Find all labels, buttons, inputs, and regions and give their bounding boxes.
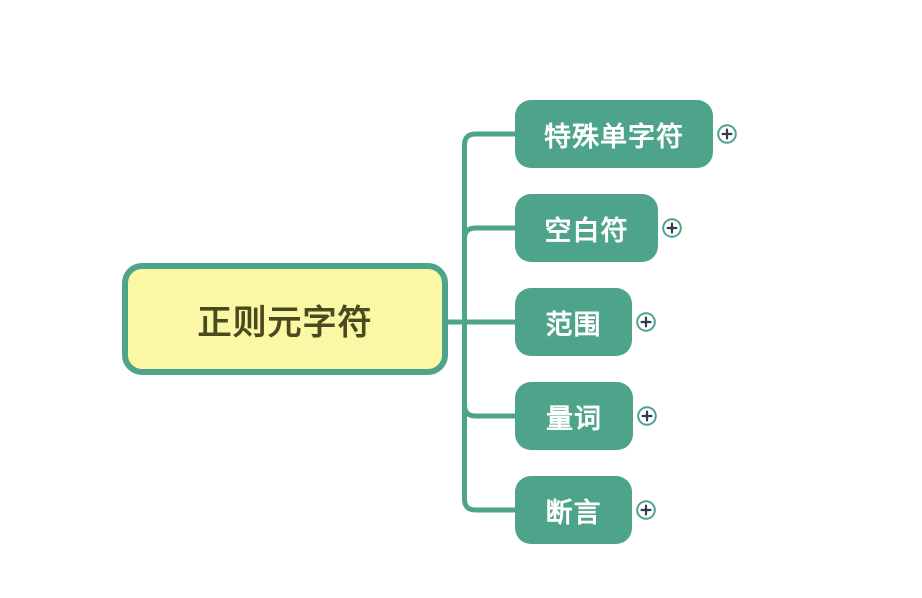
plus-circle-icon[interactable] [717,124,737,144]
branch-node-special-single-char[interactable]: 特殊单字符 [515,100,713,168]
branch-row: 空白符 [515,194,682,262]
branch-node-label: 空白符 [544,215,629,246]
branch-node-label: 量词 [546,403,602,434]
plus-circle-icon[interactable] [636,500,656,520]
branch-row: 范围 [515,288,656,356]
branch-node-assertion[interactable]: 断言 [515,476,632,544]
branch-row: 量词 [515,382,657,450]
branch-node-range[interactable]: 范围 [515,288,632,356]
plus-circle-icon[interactable] [636,312,656,332]
branch-node-label: 断言 [545,497,602,528]
branch-node-whitespace[interactable]: 空白符 [515,194,658,262]
connector-to-assertion [462,322,520,513]
connector-to-special-single-char [462,131,520,322]
branch-node-label: 范围 [545,309,602,340]
connector-to-whitespace [462,225,520,322]
root-node[interactable]: 正则元字符 [122,263,448,375]
branch-node-label: 特殊单字符 [544,121,684,152]
root-node-label: 正则元字符 [197,303,373,342]
connector-to-quantifier [462,322,520,419]
branch-node-quantifier[interactable]: 量词 [515,382,633,450]
branch-row: 特殊单字符 [515,100,737,168]
plus-circle-icon[interactable] [637,406,657,426]
branch-row: 断言 [515,476,656,544]
plus-circle-icon[interactable] [662,218,682,238]
